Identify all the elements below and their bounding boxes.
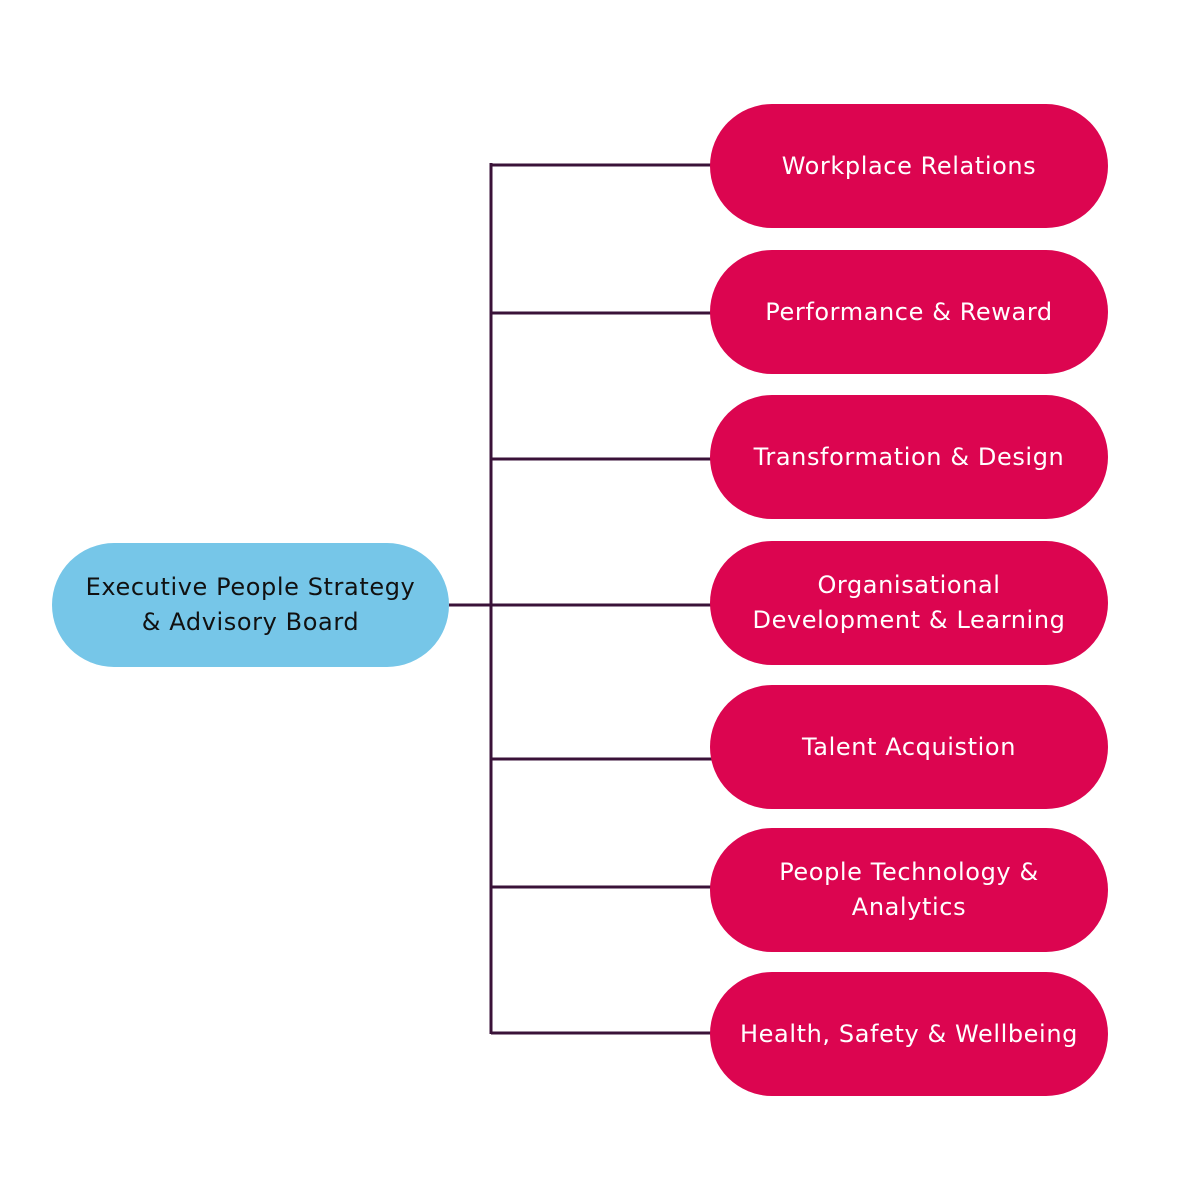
- node-transformation-design: Transformation & Design: [710, 395, 1108, 519]
- node-label: Organisational Development & Learning: [752, 571, 1066, 634]
- node-talent-acquisition: Talent Acquistion: [710, 685, 1108, 809]
- node-workplace-relations: Workplace Relations: [710, 104, 1108, 228]
- node-health-safety: Health, Safety & Wellbeing: [710, 972, 1108, 1096]
- node-label: People Technology & Analytics: [779, 858, 1039, 921]
- node-performance-reward: Performance & Reward: [710, 250, 1108, 374]
- node-organisational-development: Organisational Development & Learning: [710, 541, 1108, 665]
- node-label: Executive People Strategy & Advisory Boa…: [85, 573, 416, 636]
- node-executive-board: Executive People Strategy & Advisory Boa…: [52, 543, 449, 667]
- node-label: Talent Acquistion: [801, 732, 1017, 761]
- node-label: Performance & Reward: [765, 297, 1053, 326]
- node-label: Transformation & Design: [753, 442, 1065, 471]
- node-people-technology: People Technology & Analytics: [710, 828, 1108, 952]
- node-label: Workplace Relations: [781, 151, 1037, 180]
- node-label: Health, Safety & Wellbeing: [740, 1019, 1078, 1048]
